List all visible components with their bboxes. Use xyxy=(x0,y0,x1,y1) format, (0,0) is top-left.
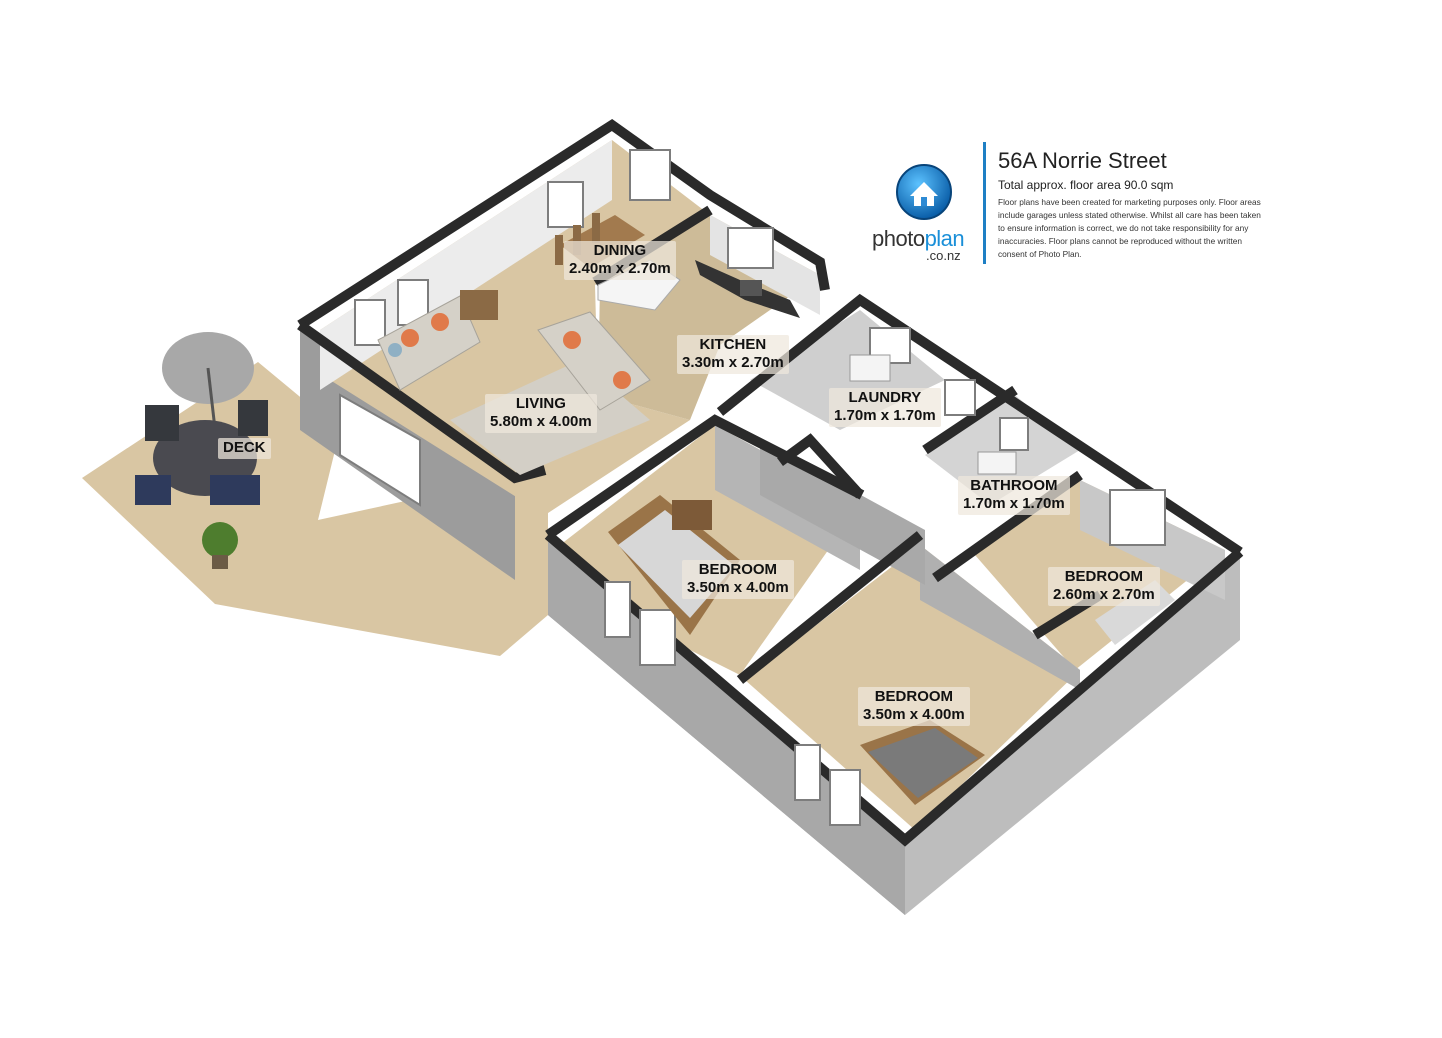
room-label-kitchen: KITCHEN 3.30m x 2.70m xyxy=(677,335,789,374)
room-name: DECK xyxy=(223,439,266,456)
logo-word-main: photo xyxy=(872,226,925,251)
room-name: BEDROOM xyxy=(698,561,778,578)
room-label-deck: DECK xyxy=(218,438,271,459)
floor-area: Total approx. floor area 90.0 sqm xyxy=(998,178,1174,192)
room-name: BEDROOM xyxy=(1064,568,1144,585)
room-name: LAUNDRY xyxy=(848,389,922,406)
property-address: 56A Norrie Street xyxy=(998,148,1167,173)
room-size: 3.30m x 2.70m xyxy=(682,354,784,371)
header-divider xyxy=(983,142,986,264)
room-size: 1.70m x 1.70m xyxy=(834,407,936,424)
living-back-wall xyxy=(320,140,612,390)
room-label-dining: DINING 2.40m x 2.70m xyxy=(564,241,676,280)
room-label-bedroom-1: BEDROOM 3.50m x 4.00m xyxy=(682,560,794,599)
photoplan-logo-icon xyxy=(896,164,952,220)
room-size: 1.70m x 1.70m xyxy=(963,495,1065,512)
logo-word-accent: plan xyxy=(924,226,965,251)
logo-domain: .co.nz xyxy=(926,248,961,263)
room-name: DINING xyxy=(593,242,647,259)
room-name: BATHROOM xyxy=(970,477,1058,494)
room-label-laundry: LAUNDRY 1.70m x 1.70m xyxy=(829,388,941,427)
exterior-wall-right xyxy=(905,555,1240,915)
logo-wordmark: photoplan xyxy=(872,226,965,252)
room-label-bedroom-3: BEDROOM 3.50m x 4.00m xyxy=(858,687,970,726)
fixtures xyxy=(849,354,1017,475)
hall-wardrobes xyxy=(760,440,925,585)
room-size: 3.50m x 4.00m xyxy=(863,706,965,723)
exterior-wall-bedroom-front xyxy=(548,535,905,915)
windows xyxy=(354,149,1166,826)
room-name: BEDROOM xyxy=(874,688,954,705)
room-name: LIVING xyxy=(515,395,566,412)
room-label-bedroom-2: BEDROOM 2.60m x 2.70m xyxy=(1048,567,1160,606)
room-size: 2.60m x 2.70m xyxy=(1053,586,1155,603)
room-name: KITCHEN xyxy=(699,336,767,353)
living-sliding-door xyxy=(339,393,421,507)
room-label-bathroom: BATHROOM 1.70m x 1.70m xyxy=(958,476,1070,515)
room-size: 2.40m x 2.70m xyxy=(569,260,671,277)
room-size: 5.80m x 4.00m xyxy=(490,413,592,430)
room-label-living: LIVING 5.80m x 4.00m xyxy=(485,394,597,433)
header: photoplan .co.nz 56A Norrie Street Total… xyxy=(870,140,1270,270)
room-size: 3.50m x 4.00m xyxy=(687,579,789,596)
disclaimer-text: Floor plans have been created for market… xyxy=(998,197,1261,259)
bedroom3-back-wall xyxy=(920,545,1080,690)
